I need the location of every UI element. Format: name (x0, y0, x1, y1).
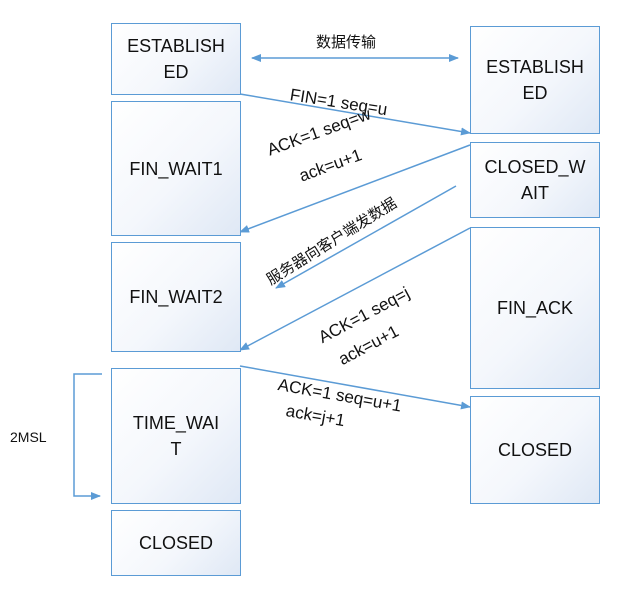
client-time-wait-state: TIME_WAI T (111, 368, 241, 504)
server-closed-label: CLOSED (497, 440, 573, 460)
server-fin-ack-state: FIN_ACK (470, 227, 600, 389)
fin-ack-arrow (239, 227, 471, 351)
2msl-bracket (73, 373, 102, 500)
client-fin-wait1-label: FIN_WAIT1 (129, 158, 223, 179)
client-time-wait-label: TIME_WAI T (132, 413, 220, 459)
server-established-state: ESTABLISH ED (470, 26, 600, 134)
server-closed-state: CLOSED (470, 396, 600, 504)
client-fin-wait2-label: FIN_WAIT2 (129, 287, 223, 307)
client-closed-state: CLOSED (111, 510, 241, 576)
client-established-state: ESTABLISH ED (111, 23, 241, 95)
server-data-arrow (275, 185, 457, 289)
client-closed-label: CLOSED (138, 533, 214, 553)
client-established-label: ESTABLISH ED (127, 36, 225, 82)
server-closed-wait-label: CLOSED_W AIT (484, 157, 586, 203)
client-fin-wait1-state: FIN_WAIT1 (111, 101, 241, 236)
server-fin-ack-label: FIN_ACK (496, 298, 574, 318)
server-established-label: ESTABLISH ED (486, 57, 584, 103)
client-fin-wait2-state: FIN_WAIT2 (111, 242, 241, 352)
fin-arrow (239, 93, 471, 136)
timer-label: 2MSL (10, 429, 47, 445)
data-transfer-label: 数据传输 (316, 33, 377, 51)
final-ack-arrow (239, 365, 471, 410)
ack1-arrow (239, 144, 471, 233)
server-closed-wait-state: CLOSED_W AIT (470, 142, 600, 218)
